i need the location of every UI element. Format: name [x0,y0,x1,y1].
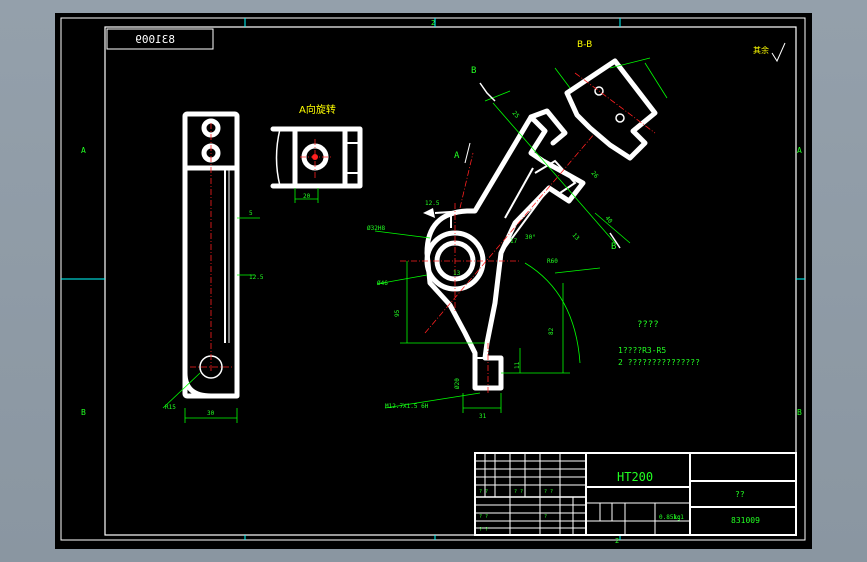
main-dim-phi32: Ø32H8 [367,225,385,232]
main-view [374,82,631,413]
main-dim-thread: M12.7X1.5 6H [385,403,429,410]
title-cell-4: ? ? [479,514,488,520]
main-marker-a: A [454,151,460,161]
main-marker-b-top: B [471,66,476,76]
main-dim-r60: R60 [547,258,558,265]
inner-border [104,26,797,536]
roughness-note: 其余 [753,45,769,55]
main-marker-b-right: B [611,242,616,252]
main-dim-13: 13 [453,270,461,277]
main-dim-40: 40 [603,215,613,225]
main-dim-13b: 13 [570,232,580,242]
roughness-symbol [771,42,786,63]
title-weight: 0.85kg [659,514,681,521]
notes-title: ???? [637,320,659,330]
note-2: 2 ??????????????? [618,358,700,367]
title-cell-3: ? ? [544,489,553,495]
main-dim-31: 31 [479,413,487,420]
title-name: ?? [735,490,745,499]
main-dim-phi20: Ø20 [454,378,461,389]
zone-letter-right-a: A [797,146,802,155]
drawing-number-box [106,28,214,50]
zone-letter-left-b: B [81,408,86,417]
side-view [162,111,260,423]
title-cell-6: ? ? [479,527,488,533]
title-block [474,452,797,536]
title-cell-2: ? ? [514,489,523,495]
title-scale: 1:1 [673,514,684,521]
note-1: 1????R3-R5 [618,346,666,355]
main-dim-25: 25 [510,110,520,120]
drawing-canvas[interactable]: A B A B 2 2 831009 [55,13,812,549]
main-dim-11: 11 [514,361,521,369]
zone-letter-left-a: A [81,146,86,155]
section-bb-label: B-B [577,40,592,50]
main-dim-95: 95 [394,309,401,317]
section-bb [554,57,668,161]
a-view-dim-20: 20 [303,193,311,200]
side-dim-r15: R15 [165,404,176,411]
main-dim-82: 82 [548,327,555,335]
side-dim-30: 30 [207,410,215,417]
zone-number-top: 2 [431,19,435,27]
main-dim-30deg: 30° [525,234,536,241]
main-dim-26: 26 [589,170,599,180]
side-dim-5: 5 [249,210,253,217]
a-view [270,126,363,203]
drawing-svg: A B A B 2 2 831009 [60,17,806,545]
drawing-number-reversed: 831009 [135,33,175,46]
a-view-title: A向旋转 [299,103,336,116]
main-dim-phi46: Ø46 [377,280,388,287]
main-dim-12-5: 12.5 [425,200,440,207]
zone-number-bottom: 2 [615,537,619,545]
side-dim-12-5: 12.5 [249,274,264,281]
main-dim-17: 17 [510,238,518,245]
title-cell-1: ? ? [479,489,488,495]
title-drawing-number: 831009 [731,516,760,525]
title-material: HT200 [617,470,653,484]
title-cell-5: ? [544,514,547,520]
zone-letter-right-b: B [797,408,802,417]
